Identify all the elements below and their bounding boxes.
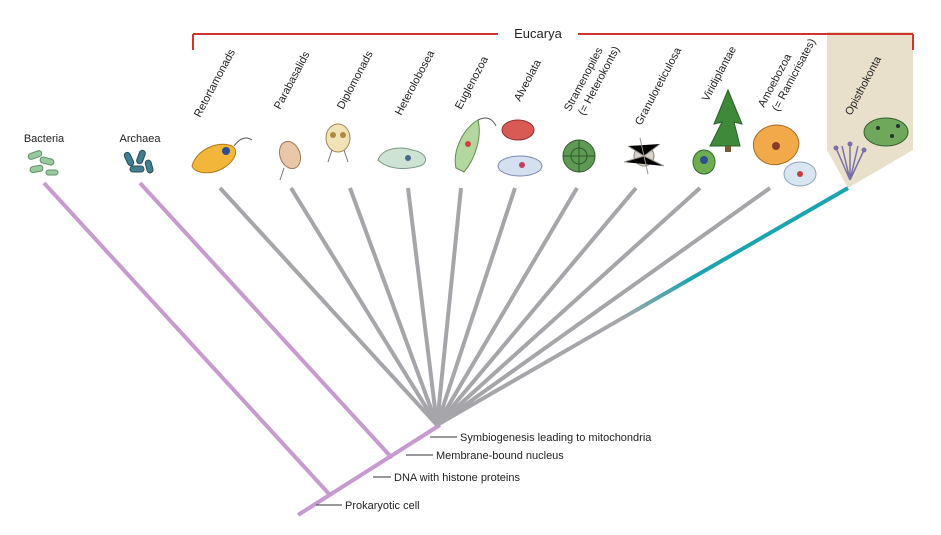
node-leaders [316, 436, 457, 506]
eukaryote-branches [218, 186, 772, 427]
node-nucleus-label: Membrane-bound nucleus [436, 450, 564, 462]
granuloreticulosa-icon [623, 137, 665, 175]
diplomonad-icon [325, 123, 351, 163]
eukaryote-group-labels: Retortamonads Parabasalids Diplomonads H… [192, 37, 884, 128]
label-alveolata: Alveolata [512, 57, 544, 103]
branch-heterolobosea [406, 187, 439, 426]
label-granuloreticulosa: Granuloreticulosa [633, 45, 684, 128]
branch-amoebozoa [435, 186, 772, 427]
trunk-root [296, 423, 442, 517]
opisthokonta-highlight-panel [827, 32, 913, 188]
bacteria-label: Bacteria [24, 133, 65, 145]
node-mitochondria-label: Symbiogenesis leading to mitochondria [460, 432, 652, 444]
branch-archaea [138, 181, 394, 460]
stramenopile-icon [562, 139, 596, 173]
label-viridiplantae: Viridiplantae [700, 44, 739, 103]
branch-viridiplantae [435, 186, 702, 427]
label-heterolobosea: Heterolobosea [393, 48, 438, 118]
branch-bacteria [42, 181, 332, 497]
alveolata-icon [497, 119, 543, 177]
bacteria-icon [27, 150, 59, 176]
branch-alveolata [435, 187, 517, 426]
prokaryote-branches [42, 181, 442, 517]
branch-stramenopiles [435, 186, 579, 427]
label-parabasalids: Parabasalids [272, 49, 313, 111]
branch-opisthokonta [436, 186, 849, 427]
parabasalid-icon [278, 140, 302, 181]
retortamonad-icon [191, 137, 253, 174]
label-euglenozoa: Euglenozoa [453, 54, 491, 112]
opisthokonta-icon [833, 117, 909, 181]
node-histone-label: DNA with histone proteins [394, 472, 520, 484]
archaea-icon [123, 149, 154, 174]
eucarya-bracket [192, 33, 914, 50]
branch-euglenozoa [435, 187, 463, 426]
heterolobosea-icon [377, 147, 427, 169]
euglenozoa-icon [454, 117, 497, 173]
branch-granuloreticulosa [435, 186, 638, 427]
label-retortamonads: Retortamonads [192, 47, 238, 119]
viridiplantae-icon [692, 88, 743, 175]
branch-retortamonads [218, 186, 439, 427]
node-prokaryotic-label: Prokaryotic cell [345, 500, 420, 512]
branch-parabasalids [289, 186, 439, 427]
archaea-label: Archaea [120, 133, 162, 145]
branch-diplomonads [348, 187, 439, 426]
amoebozoa-icon [752, 124, 817, 187]
eucarya-label: Eucarya [514, 26, 562, 41]
label-diplomonads: Diplomonads [335, 49, 376, 112]
